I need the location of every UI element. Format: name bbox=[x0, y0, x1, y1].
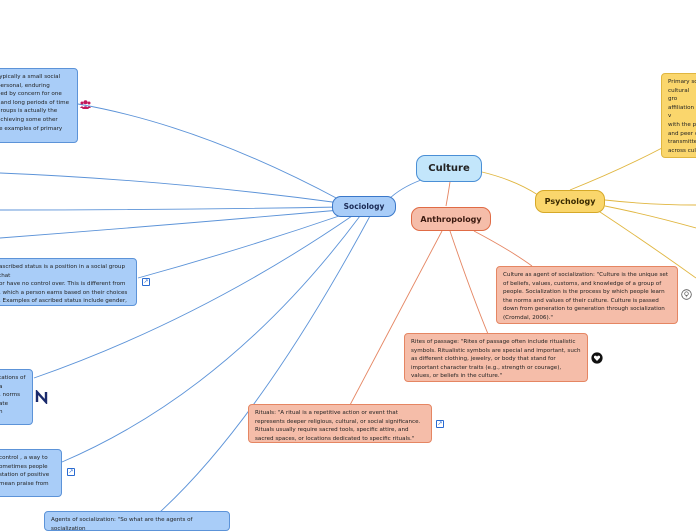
edge-sociology-left3 bbox=[0, 209, 341, 239]
group-icon bbox=[80, 100, 91, 109]
link-icon[interactable]: ↗ bbox=[142, 278, 150, 286]
edge-sociology-expectations bbox=[33, 215, 353, 379]
agents-note[interactable]: Agents of socialization: "So what are th… bbox=[44, 511, 230, 531]
link-icon[interactable]: ↗ bbox=[67, 468, 75, 476]
n-letter-icon bbox=[35, 390, 49, 404]
culture-agent-note[interactable]: Culture as agent of socialization: "Cult… bbox=[496, 266, 678, 324]
edge-sociology-primary bbox=[77, 103, 341, 201]
primary-socialization-note[interactable]: Primary so cultural gro affiliation v wi… bbox=[661, 73, 696, 158]
rites-of-passage-note[interactable]: Rites of passage: "Rites of passage ofte… bbox=[404, 333, 588, 382]
edge-culture-psychology bbox=[481, 171, 539, 196]
edge-psychology-right2 bbox=[604, 205, 696, 229]
edge-culture-anthropology bbox=[445, 181, 451, 207]
ascribed-status-note[interactable]: ascribed status is a position in a socia… bbox=[0, 258, 137, 306]
bulb-icon bbox=[681, 289, 692, 300]
primary-groups-note[interactable]: typically a small social personal, endur… bbox=[0, 68, 78, 143]
edge-sociology-left1 bbox=[0, 172, 341, 204]
edge-sociology-ascribed bbox=[137, 213, 346, 279]
edge-anthropology-rites bbox=[449, 230, 489, 335]
edge-anthropology-culture-agent bbox=[473, 230, 533, 267]
psychology-node[interactable]: Psychology bbox=[535, 190, 605, 213]
sociology-node[interactable]: Sociology bbox=[332, 196, 396, 217]
edge-sociology-agents bbox=[159, 215, 371, 513]
rituals-note[interactable]: Rituals: "A ritual is a repetitive actio… bbox=[248, 404, 432, 443]
heart-icon bbox=[591, 352, 603, 364]
edge-sociology-left2 bbox=[0, 206, 341, 211]
edge-psychology-right1 bbox=[604, 199, 696, 206]
edge-anthropology-rituals bbox=[349, 230, 443, 406]
social-control-note[interactable]: control , a way to ometimes people stati… bbox=[0, 449, 62, 497]
edge-sociology-control bbox=[61, 215, 361, 463]
expectations-note[interactable]: tations of a , norms ate n bbox=[0, 369, 33, 425]
edge-psychology-primary bbox=[569, 147, 663, 191]
culture-node[interactable]: Culture bbox=[416, 155, 482, 182]
edge-culture-sociology bbox=[387, 179, 422, 201]
edge-psychology-right3 bbox=[599, 211, 696, 279]
link-icon[interactable]: ↗ bbox=[436, 420, 444, 428]
connector-lines bbox=[0, 103, 696, 513]
anthropology-node[interactable]: Anthropology bbox=[411, 207, 491, 231]
